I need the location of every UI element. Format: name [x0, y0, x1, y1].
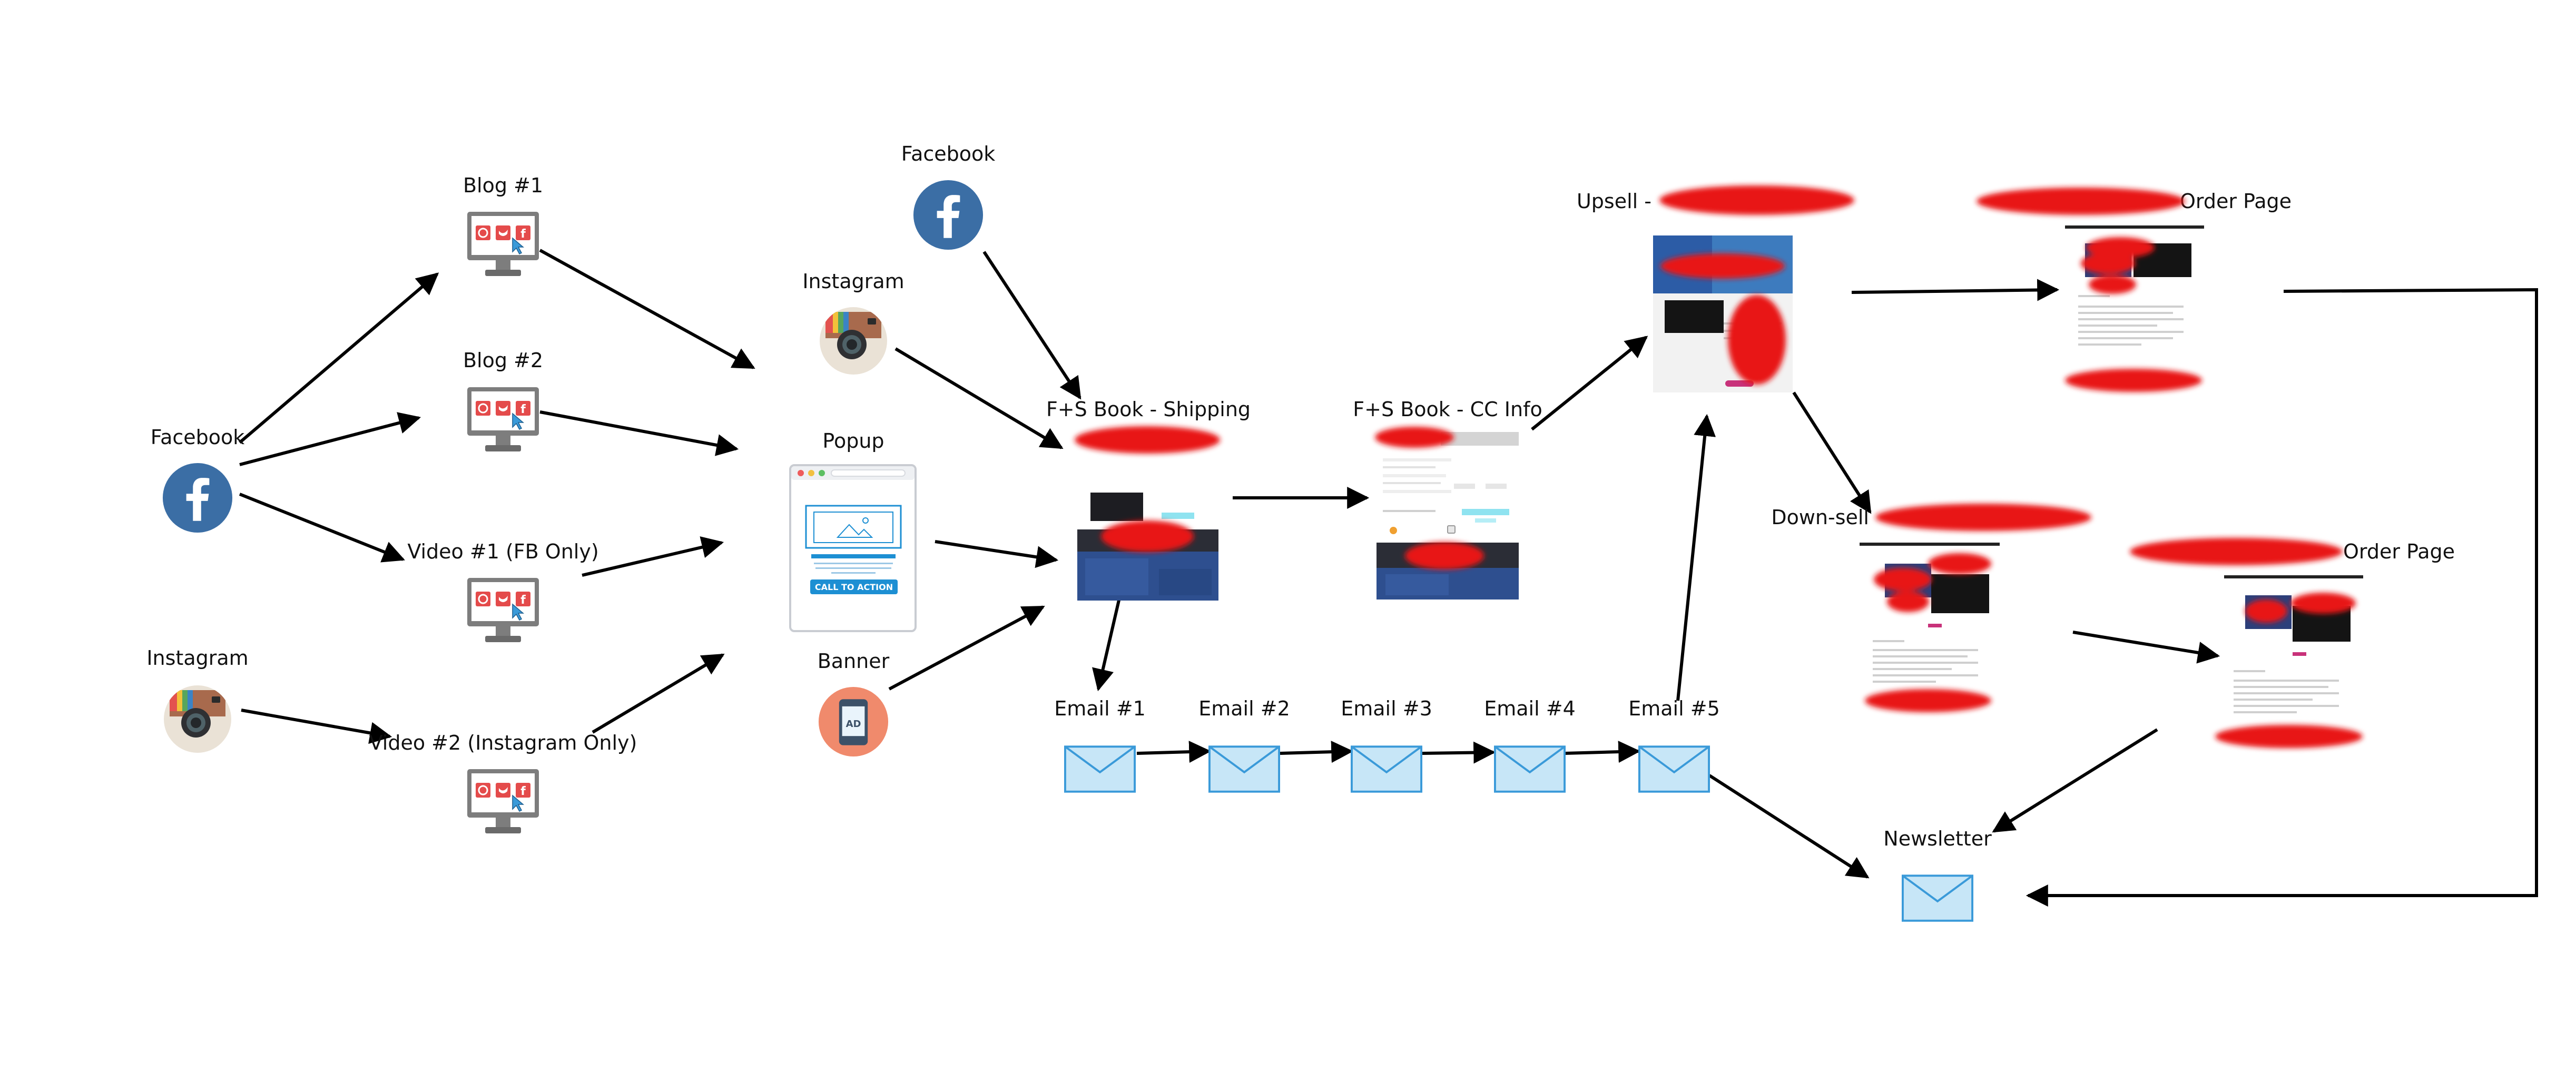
shipping-label: F+S Book - Shipping [1046, 398, 1251, 421]
email2-node: Email #2 [1198, 697, 1290, 793]
email5-label: Email #5 [1628, 697, 1720, 720]
connector-arrows [239, 249, 2538, 907]
facebook-icon [162, 463, 233, 533]
arrow-fb-blog1 [239, 272, 439, 444]
order-top-label: Order Page [2180, 190, 2292, 213]
envelope-icon [1351, 745, 1422, 793]
redaction-mark [1075, 426, 1220, 552]
redaction-mark [2130, 538, 2363, 748]
downsell-node: Down-sell [1771, 504, 2091, 712]
ccinfo-label: F+S Book - CC Info [1353, 398, 1542, 421]
instagram-mid-label: Instagram [802, 270, 904, 293]
arrow-popup-shipping [935, 540, 1059, 568]
video1-label: Video #1 (FB Only) [407, 540, 598, 563]
arrow-fbmid-shipping [982, 251, 1081, 400]
blog2-node: Blog #2 [463, 349, 543, 453]
popup-window-icon: CALL TO ACTION [789, 464, 917, 632]
banner-label: Banner [818, 650, 890, 673]
email1-label: Email #1 [1054, 697, 1146, 720]
email2-label: Email #2 [1198, 697, 1290, 720]
newsletter-label: Newsletter [1883, 827, 1992, 850]
arrow-banner-shipping [888, 605, 1045, 691]
arrow-fb-video1 [239, 493, 405, 563]
cta-text: CALL TO ACTION [815, 582, 893, 592]
arrow-ccinfo-upsell [1531, 336, 1648, 431]
instagram-source-left: Instagram [146, 646, 249, 753]
arrow-ordermid-newsletter [1992, 728, 2158, 833]
video2-node: Video #2 (Instagram Only) [369, 731, 637, 834]
arrow-email5-upsell [1676, 414, 1716, 701]
facebook-source-left: Facebook [151, 426, 245, 533]
order-page-mid-node: Order Page [2130, 538, 2455, 748]
monitor-social-icon [466, 577, 540, 643]
arrow-ordertop-newsletter [2026, 288, 2538, 907]
order-page-top-node: Order Page [1977, 188, 2292, 392]
facebook-source-mid: Facebook [901, 142, 996, 250]
monitor-social-icon [466, 768, 540, 834]
email4-node: Email #4 [1484, 697, 1576, 793]
instagram-icon [163, 685, 232, 753]
order-mid-label: Order Page [2343, 540, 2455, 563]
email5-node: Email #5 [1628, 697, 1720, 793]
email1-node: Email #1 [1054, 697, 1146, 793]
redaction-mark [1865, 504, 2091, 712]
popup-node: Popup CALL TO ACTION [789, 429, 917, 632]
facebook-left-label: Facebook [151, 426, 245, 449]
arrow-blog2-mid [539, 410, 739, 456]
ccinfo-page-thumbnail [1377, 432, 1519, 600]
popup-label: Popup [822, 429, 884, 453]
arrow-video1-mid [582, 536, 724, 577]
arrow-email2-email3 [1280, 741, 1354, 763]
redaction-mark [1659, 185, 1854, 385]
arrow-video2-mid [592, 653, 725, 734]
video2-label: Video #2 (Instagram Only) [369, 731, 637, 754]
envelope-icon [1208, 745, 1280, 793]
arrow-email5-newsletter [1708, 774, 1870, 879]
arrow-ig-video2 [241, 709, 392, 744]
video1-node: Video #1 (FB Only) [407, 540, 599, 643]
arrow-fb-blog2 [239, 412, 421, 466]
blog2-label: Blog #2 [463, 349, 543, 372]
envelope-icon [1902, 874, 1973, 922]
arrow-upsell-downsell [1792, 391, 1872, 514]
arrow-email3-email4 [1422, 741, 1496, 764]
arrow-downsell-ordermid [2072, 631, 2220, 664]
facebook-mid-label: Facebook [901, 142, 996, 165]
newsletter-node: Newsletter [1883, 827, 1992, 922]
downsell-label: Down-sell [1771, 506, 1869, 529]
envelope-icon [1638, 745, 1710, 793]
ad-text: AD [846, 719, 861, 730]
redaction-mark [1977, 188, 2202, 392]
blog1-label: Blog #1 [463, 174, 543, 197]
email3-node: Email #3 [1341, 697, 1432, 793]
arrow-shipping-email1 [1092, 597, 1121, 692]
monitor-social-icon [466, 211, 540, 277]
email4-label: Email #4 [1484, 697, 1576, 720]
email3-label: Email #3 [1341, 697, 1432, 720]
ccinfo-node: F+S Book - CC Info [1353, 398, 1542, 600]
blog1-node: Blog #1 [463, 174, 543, 277]
arrow-email1-email2 [1136, 741, 1212, 763]
upsell-node: Upsell - [1577, 185, 1854, 392]
envelope-icon [1064, 745, 1136, 793]
arrow-email4-email5 [1564, 741, 1641, 763]
banner-node: Banner AD [818, 650, 890, 757]
instagram-source-mid: Instagram [802, 270, 904, 375]
facebook-icon [913, 180, 984, 250]
instagram-icon [819, 307, 888, 375]
envelope-icon [1494, 745, 1566, 793]
arrow-upsell-ordertop [1851, 279, 2060, 301]
shipping-node: F+S Book - Shipping [1046, 398, 1251, 601]
instagram-left-label: Instagram [146, 646, 248, 670]
arrow-igmid-shipping [894, 347, 1064, 449]
arrow-blog1-mid [539, 249, 755, 369]
monitor-social-icon [466, 386, 540, 453]
redaction-mark [1375, 427, 1484, 569]
upsell-label: Upsell - [1577, 190, 1651, 213]
